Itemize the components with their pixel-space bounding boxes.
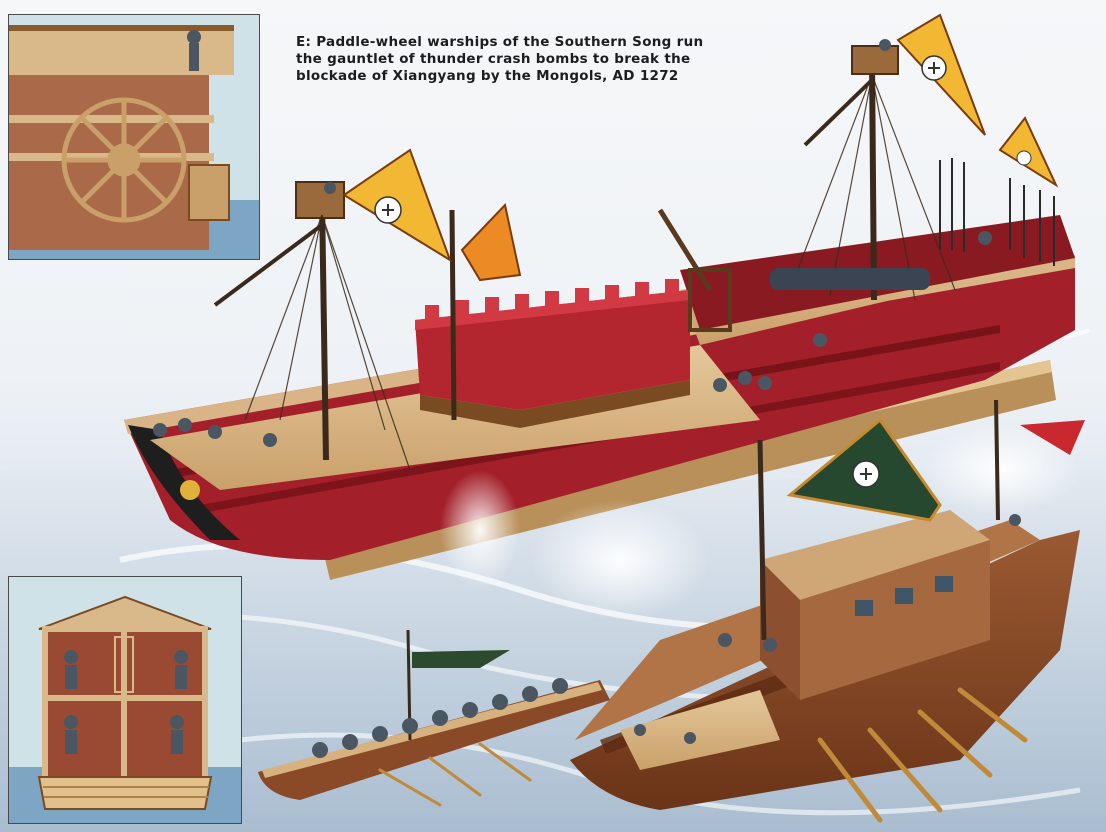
paddle-wheel-inset [8, 14, 260, 260]
illustration-caption: E: Paddle-wheel warships of the Southern… [296, 34, 776, 85]
rowing-boat [258, 629, 610, 807]
paddle-wheel-diagram [9, 15, 259, 259]
paddle-wheel-warship [124, 13, 1075, 580]
flag-emblem-icon [1016, 150, 1032, 166]
yellow-banner [998, 116, 1059, 188]
caption-line: the gauntlet of thunder crash bombs to b… [296, 51, 691, 67]
hull-cross-section-inset [8, 576, 242, 824]
paddle-wheel [61, 97, 187, 223]
green-pennant [412, 650, 510, 668]
cross-section-diagram [9, 577, 241, 823]
brown-cabin-warship [570, 399, 1085, 823]
caption-line: E: Paddle-wheel warships of the Southern… [296, 34, 704, 50]
red-pennant [1020, 420, 1085, 455]
caption-line: blockade of Xiangyang by the Mongols, AD… [296, 68, 679, 84]
soldiers [153, 39, 1021, 744]
orange-pennant [460, 202, 522, 282]
